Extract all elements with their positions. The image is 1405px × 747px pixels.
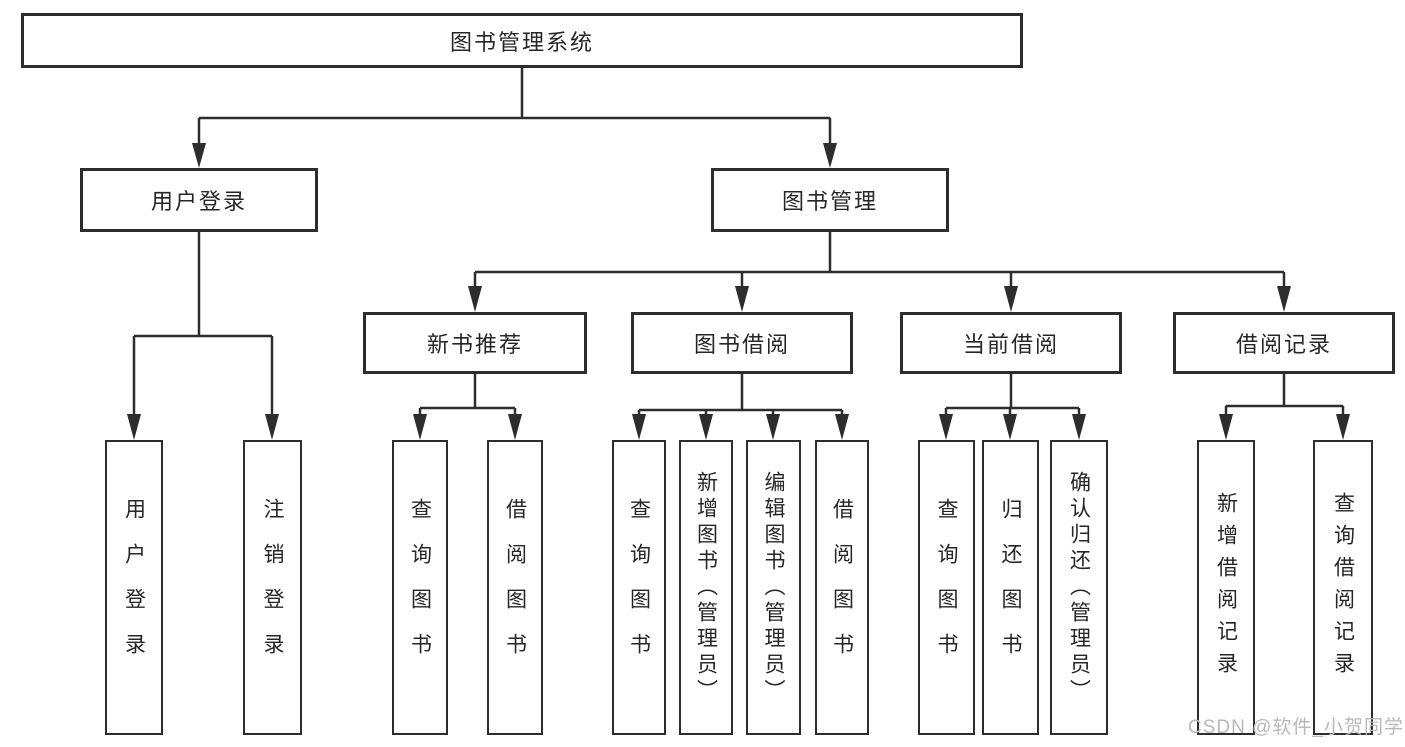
node-borrow-records: 借阅记录 bbox=[1173, 312, 1395, 374]
node-book-management-label: 图书管理 bbox=[781, 189, 878, 214]
csdn-watermark: CSDN @软件_小贺同学 bbox=[1188, 717, 1404, 738]
connector-user-login bbox=[132, 232, 274, 416]
node-return-books-label: 归还图书 bbox=[999, 497, 1022, 678]
node-confirm-return-admin-label: 确认归还（管理员） bbox=[1067, 470, 1091, 705]
connector-root bbox=[197, 68, 832, 144]
node-recommend-query-books: 查询图书 bbox=[392, 440, 448, 735]
node-book-management: 图书管理 bbox=[711, 168, 949, 232]
node-return-books: 归还图书 bbox=[982, 440, 1039, 735]
node-new-book-recommend: 新书推荐 bbox=[363, 312, 587, 374]
node-query-borrow-record-label: 查询借阅记录 bbox=[1331, 491, 1355, 684]
node-root-label: 图书管理系统 bbox=[449, 29, 594, 55]
connector-new-book-recommend bbox=[418, 374, 517, 416]
node-edit-book-admin: 编辑图书（管理员） bbox=[746, 440, 801, 735]
node-user-login-leaf: 用户登录 bbox=[105, 440, 163, 735]
node-add-book-admin-label: 新增图书（管理员） bbox=[694, 470, 718, 705]
node-new-book-recommend-label: 新书推荐 bbox=[426, 332, 523, 357]
node-edit-book-admin-label: 编辑图书（管理员） bbox=[762, 470, 785, 705]
node-user-login-label: 用户登录 bbox=[150, 189, 247, 214]
node-recommend-borrow-books: 借阅图书 bbox=[487, 440, 543, 735]
connector-borrow-records bbox=[1224, 374, 1345, 416]
node-logout: 注销登录 bbox=[243, 440, 302, 735]
connector-book-borrow bbox=[637, 374, 844, 416]
node-add-book-admin: 新增图书（管理员） bbox=[679, 440, 733, 735]
node-book-borrow: 图书借阅 bbox=[631, 312, 853, 374]
node-borrow-query-books: 查询图书 bbox=[612, 440, 666, 735]
node-recommend-query-books-label: 查询图书 bbox=[408, 497, 432, 678]
node-root: 图书管理系统 bbox=[21, 13, 1023, 68]
node-current-query-books-label: 查询图书 bbox=[935, 497, 958, 678]
node-user-login-leaf-label: 用户登录 bbox=[122, 497, 146, 678]
node-borrow-records-label: 借阅记录 bbox=[1235, 332, 1332, 357]
node-query-borrow-record: 查询借阅记录 bbox=[1313, 440, 1373, 735]
connector-book-management bbox=[473, 232, 1286, 288]
node-add-borrow-record: 新增借阅记录 bbox=[1197, 440, 1255, 735]
node-current-query-books: 查询图书 bbox=[918, 440, 975, 735]
node-borrow-books: 借阅图书 bbox=[815, 440, 869, 735]
node-book-borrow-label: 图书借阅 bbox=[693, 332, 790, 357]
node-recommend-borrow-books-label: 借阅图书 bbox=[503, 497, 527, 678]
node-current-borrow: 当前借阅 bbox=[900, 312, 1122, 374]
node-current-borrow-label: 当前借阅 bbox=[962, 332, 1059, 357]
connector-current-borrow bbox=[944, 374, 1081, 416]
node-logout-label: 注销登录 bbox=[261, 497, 284, 678]
node-add-borrow-record-label: 新增借阅记录 bbox=[1214, 491, 1238, 684]
node-borrow-books-label: 借阅图书 bbox=[830, 497, 854, 678]
node-confirm-return-admin: 确认归还（管理员） bbox=[1050, 440, 1108, 735]
node-borrow-query-books-label: 查询图书 bbox=[627, 497, 651, 678]
node-user-login: 用户登录 bbox=[80, 168, 318, 232]
